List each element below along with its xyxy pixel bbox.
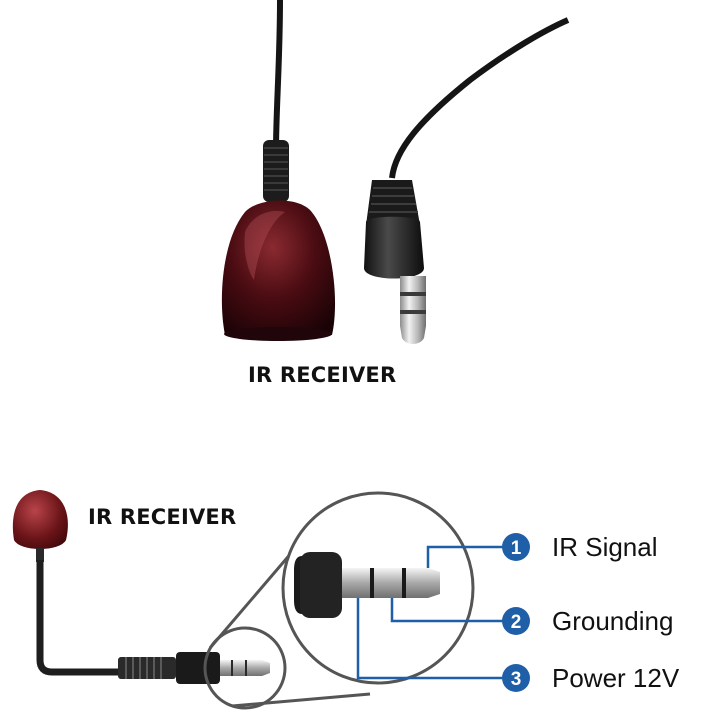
leader-line-1 xyxy=(426,545,510,568)
pin-label-grounding: Grounding xyxy=(552,606,674,636)
receiver-icon-neck xyxy=(36,548,44,562)
receiver-icon xyxy=(12,490,68,549)
diagram-cable xyxy=(36,560,125,676)
diagram-ir-receiver: 1 2 3 xyxy=(12,490,530,710)
pin-leader-lines xyxy=(356,545,510,680)
photo-caption: IR RECEIVER xyxy=(248,363,397,387)
photo-ir-receiver xyxy=(221,0,570,344)
leader-line-3 xyxy=(356,598,510,680)
small-zoom-circle xyxy=(203,626,287,710)
diagram-small-plug xyxy=(118,652,270,684)
pin-label-power: Power 12V xyxy=(552,663,680,693)
receiver-strain-relief xyxy=(263,140,289,202)
plug-strain-relief xyxy=(366,180,420,225)
plug-body xyxy=(364,216,424,279)
zoom-line-bottom xyxy=(231,692,371,708)
receiver-dome xyxy=(221,200,336,335)
pin-badge-2-number: 2 xyxy=(511,612,522,633)
receiver-cable xyxy=(273,0,283,151)
plug-cable xyxy=(389,17,570,179)
enlarged-plug xyxy=(294,552,440,618)
receiver-base xyxy=(224,327,332,341)
pin-label-ir-signal: IR Signal xyxy=(552,532,658,562)
diagram-caption: IR RECEIVER xyxy=(88,505,237,529)
leader-line-2 xyxy=(390,598,510,623)
pin-badge-3-number: 3 xyxy=(511,669,522,690)
pin-badge-1: 1 xyxy=(502,533,530,561)
pin-badge-3: 3 xyxy=(502,664,530,692)
pin-badge-2: 2 xyxy=(502,607,530,635)
receiver-dome-highlight xyxy=(244,210,285,280)
pin-badge-1-number: 1 xyxy=(511,538,522,559)
plug-metal-tip xyxy=(400,276,426,344)
